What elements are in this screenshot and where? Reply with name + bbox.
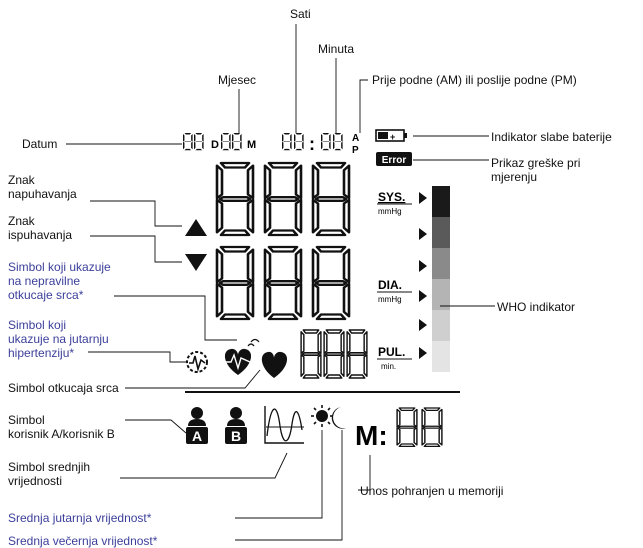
sys-digits [215, 161, 351, 237]
month-marker: M [247, 139, 256, 151]
morning-hypertension-icon [186, 351, 208, 373]
who-level-6 [432, 341, 450, 372]
time-separator: : [309, 134, 315, 154]
dia-digits [215, 245, 351, 321]
label-average: Simbol srednjih vrijednosti [8, 460, 91, 488]
user-a-icon: A [186, 407, 208, 444]
pul-label: PUL. [378, 345, 405, 359]
label-low-battery: Indikator slabe baterije [491, 130, 612, 144]
irregular-heartbeat-icon [224, 338, 260, 375]
who-indicator-bar [432, 186, 450, 372]
who-level-2 [432, 217, 450, 248]
pm-indicator: P [352, 145, 359, 156]
label-error: Prikaz greške pri mjerenju [491, 156, 581, 184]
svg-text:A: A [192, 428, 202, 444]
label-date: Datum [22, 137, 58, 151]
label-deflation: Znak ispuhavanja [8, 214, 73, 242]
sys-label: SYS. [378, 190, 405, 204]
inflation-arrow-icon [185, 219, 207, 236]
label-morning-average: Srednja jutarnja vrijednost* [8, 511, 152, 525]
label-who-indicator: WHO indikator [497, 300, 576, 314]
morning-sun-icon [311, 405, 333, 427]
label-memory-entry: Unos pohranjen u memoriji [360, 484, 504, 498]
error-badge [376, 152, 412, 166]
label-month: Mjesec [218, 73, 257, 87]
dia-label: DIA. [378, 278, 402, 292]
evening-moon-icon [331, 407, 347, 429]
who-level-5 [432, 310, 450, 341]
deflation-arrow-icon [185, 254, 207, 271]
label-user: Simbol korisnik A/korisnik B [8, 413, 115, 441]
label-evening-average: Srednja večernja vrijednost* [8, 534, 158, 548]
date-time-readout [183, 133, 343, 151]
error-text: Error [382, 155, 407, 166]
memory-indicator: M: [355, 420, 388, 451]
label-am-pm: Prije podne (AM) ili poslije podne (PM) [372, 73, 577, 87]
label-hours: Sati [290, 7, 311, 21]
dia-unit: mmHg [378, 295, 402, 304]
who-level-3 [432, 248, 450, 279]
average-values-icon [264, 406, 304, 444]
svg-text:+: + [390, 132, 395, 142]
am-indicator: A [352, 133, 359, 144]
label-irregular-heartbeat: Simbol koji ukazuje na nepravilne otkuca… [8, 260, 111, 302]
callout-lines [66, 24, 495, 541]
label-inflation: Znak napuhavanja [8, 173, 77, 201]
label-minutes: Minuta [318, 42, 355, 56]
pulse-digits [300, 329, 368, 379]
day-marker: D [211, 139, 219, 151]
label-heartbeat: Simbol otkucaja srca [8, 381, 119, 395]
svg-text:B: B [231, 428, 241, 444]
who-level-1 [432, 186, 450, 217]
user-b-icon: B [225, 407, 247, 444]
battery-icon: + [375, 129, 407, 142]
label-morning-hypertension: Simbol koji ukazuje na jutarnju hiperten… [8, 318, 109, 360]
pul-unit: min. [381, 362, 396, 371]
heartbeat-icon [261, 351, 288, 378]
memory-digits [396, 407, 443, 448]
sys-unit: mmHg [378, 207, 402, 216]
who-level-4 [432, 279, 450, 310]
who-pointer-arrows [419, 192, 427, 359]
